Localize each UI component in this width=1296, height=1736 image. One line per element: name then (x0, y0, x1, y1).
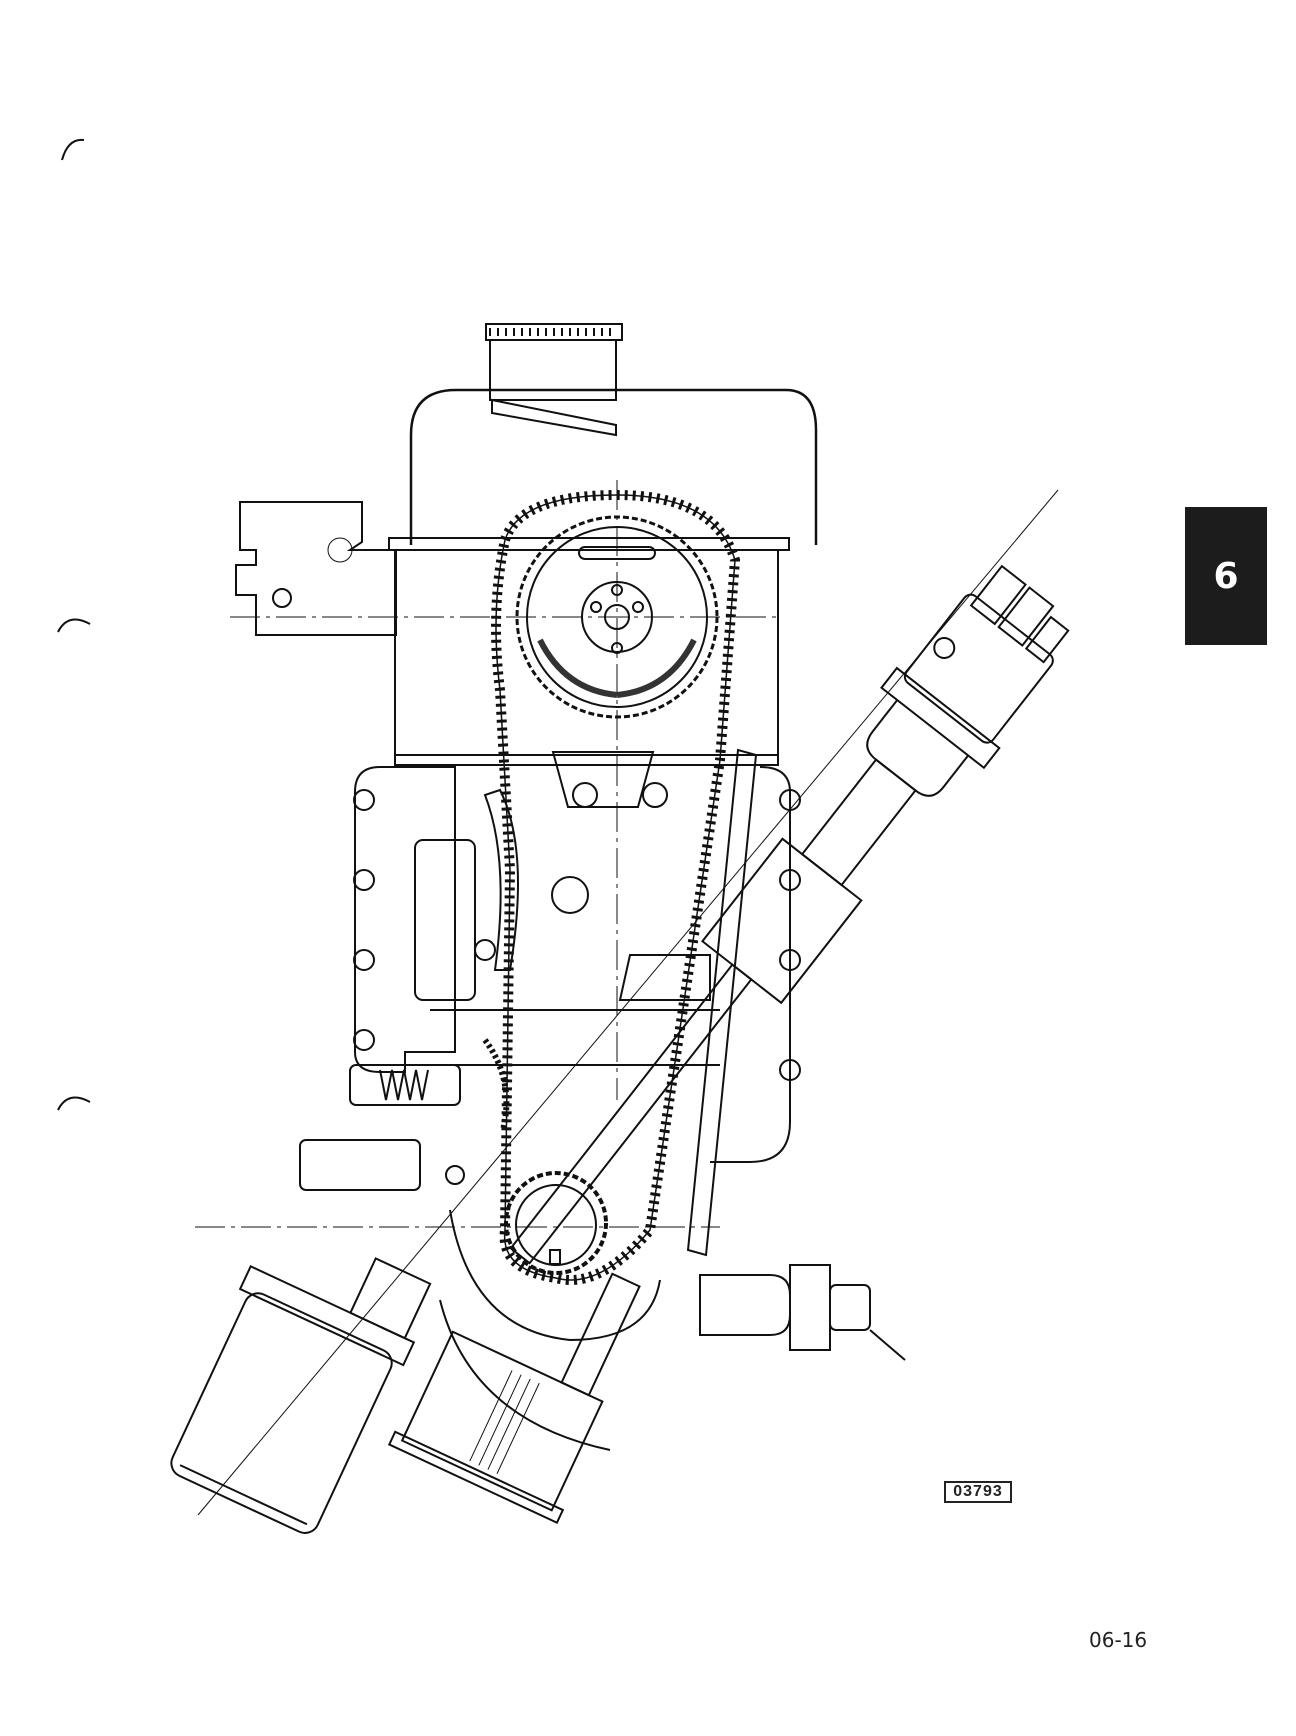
chain-tensioner (483, 788, 519, 971)
camshaft-sprocket (515, 515, 719, 719)
bolt (642, 782, 668, 808)
oil-filler-neck (235, 501, 397, 636)
bolt (572, 782, 598, 808)
page-number: 06-16 (1089, 1628, 1148, 1652)
crankshaft-sprocket (439, 1171, 661, 1451)
engine-block (353, 766, 801, 1163)
fuel-pump-fitting (699, 1264, 906, 1361)
oil-filter (170, 1257, 432, 1534)
binder-mark (57, 1096, 91, 1111)
reservoir-tank (409, 388, 818, 545)
figure-number-label: 03793 (944, 1481, 1012, 1503)
binder-mark (61, 138, 85, 161)
oil-pressure-relief-valve (299, 1038, 510, 1191)
oil-pump (387, 1272, 641, 1525)
timing-chain (491, 489, 741, 1285)
binder-mark (57, 618, 91, 633)
tank-flange (388, 537, 790, 551)
sprocket-bracket (551, 751, 655, 808)
reservoir-cap (485, 323, 623, 437)
chain-guide (686, 748, 758, 1257)
cam-housing (394, 550, 779, 766)
section-tab: 6 (1185, 507, 1267, 645)
distributor (509, 564, 1070, 1265)
chain-outline (495, 494, 736, 1281)
